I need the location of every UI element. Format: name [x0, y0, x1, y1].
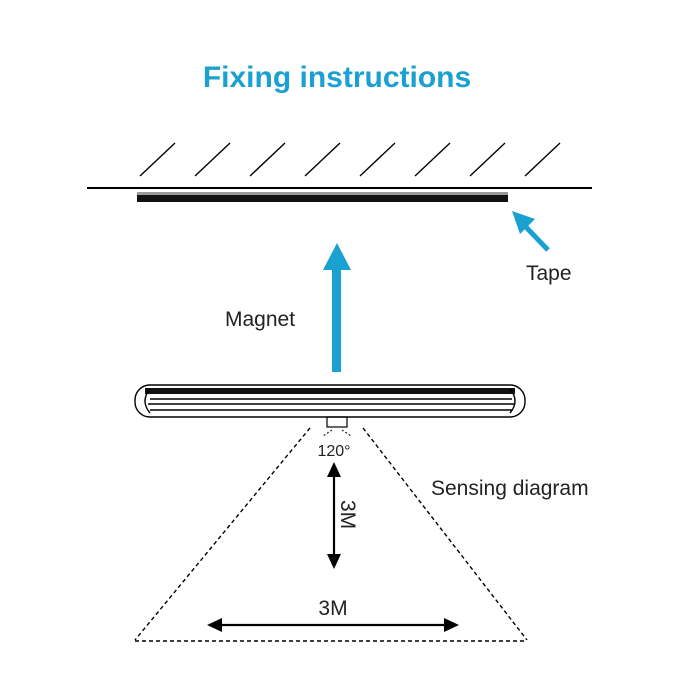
angle-label: 120°	[317, 443, 350, 460]
angle-arc	[322, 429, 352, 437]
horizontal-distance-label: 3M	[318, 597, 347, 620]
tape-strip	[137, 192, 508, 202]
wall-hatch-icon	[139, 142, 561, 177]
horizontal-distance-arrow-icon	[207, 618, 459, 632]
vertical-distance-arrow-icon	[327, 462, 341, 569]
sensing-diagram-label: Sensing diagram	[431, 477, 589, 500]
led-light-bar-icon	[134, 384, 526, 418]
tape-label: Tape	[526, 262, 572, 285]
magnet-arrow-icon	[323, 243, 351, 372]
magnet-label: Magnet	[225, 308, 295, 331]
tape-arrow-icon	[512, 211, 550, 252]
sensing-cone	[134, 427, 528, 642]
vertical-distance-label: 3M	[336, 500, 359, 529]
sensor-window	[326, 416, 348, 428]
page-title: Fixing instructions	[203, 61, 471, 94]
